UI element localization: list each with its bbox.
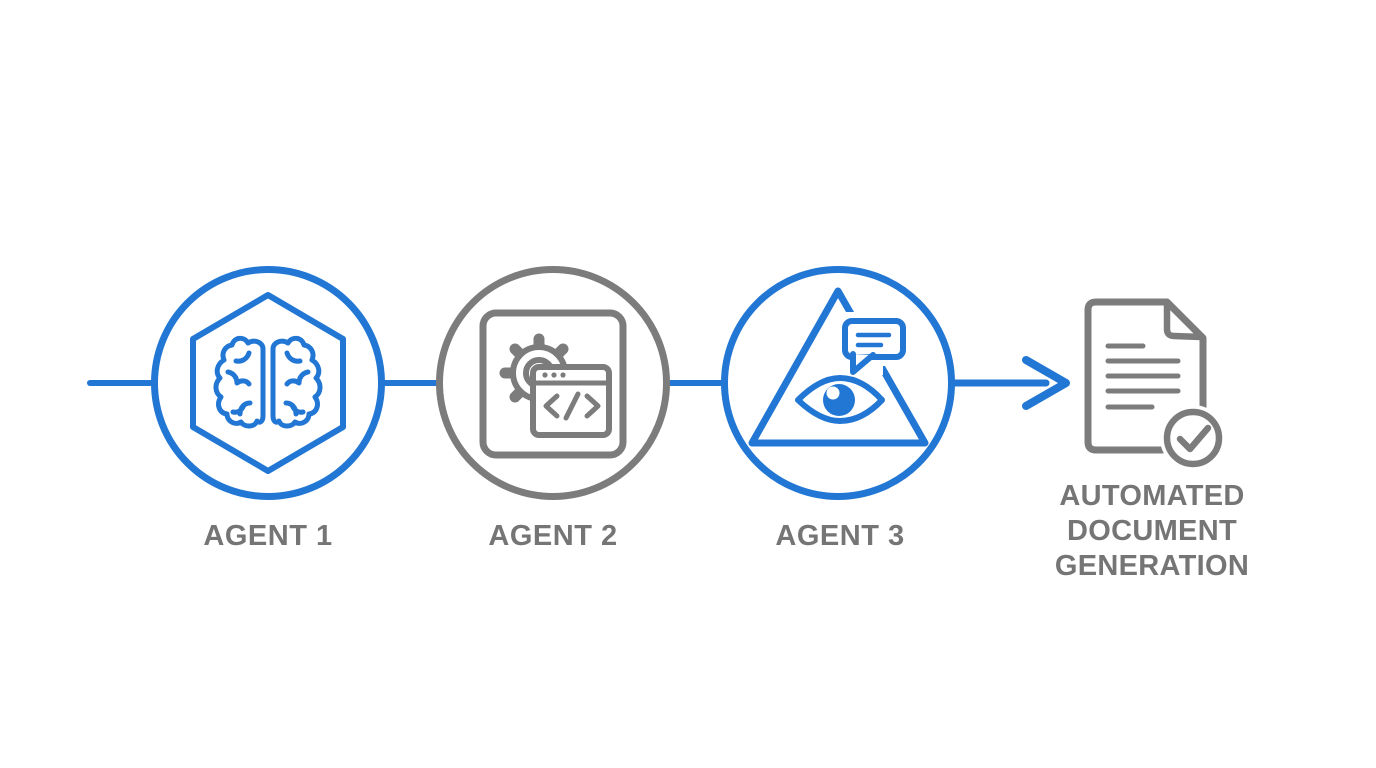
agent2-label: AGENT 2 [488, 520, 618, 552]
brain-hexagon-icon [190, 292, 346, 474]
eye-highlight [826, 386, 840, 400]
agent3-node [721, 266, 955, 500]
eye-iris [823, 384, 855, 416]
agent1-circle [151, 266, 385, 500]
bubble-tail [850, 351, 876, 375]
agent1-node [151, 266, 385, 500]
code-brackets-glyph [543, 391, 601, 421]
agent1-label: AGENT 1 [203, 520, 333, 552]
brain-glyph [213, 338, 320, 426]
checkmark-badge-icon [1160, 405, 1226, 471]
rounded-square-outline [479, 309, 627, 459]
eye-glyph [795, 375, 885, 424]
window-dots [542, 372, 566, 378]
document-fold-corner [1163, 298, 1205, 341]
eye-triangle-chat-bubble-icon [748, 287, 929, 447]
check-circle [1163, 408, 1223, 468]
agent3-label: AGENT 3 [775, 520, 905, 552]
gear-code-window-icon [479, 309, 627, 459]
output-label: AUTOMATED DOCUMENT GENERATION [1054, 480, 1250, 582]
arrow-head-icon [1022, 356, 1070, 410]
code-window-glyph [530, 364, 612, 438]
document-checkmark-icon [1084, 298, 1226, 471]
check-mark [1176, 424, 1212, 453]
arrow-connector [948, 356, 1070, 410]
hexagon-outline [190, 292, 346, 474]
document-text-lines [1105, 343, 1181, 410]
chat-bubble-glyph [842, 318, 906, 375]
agent2-node [436, 266, 670, 500]
